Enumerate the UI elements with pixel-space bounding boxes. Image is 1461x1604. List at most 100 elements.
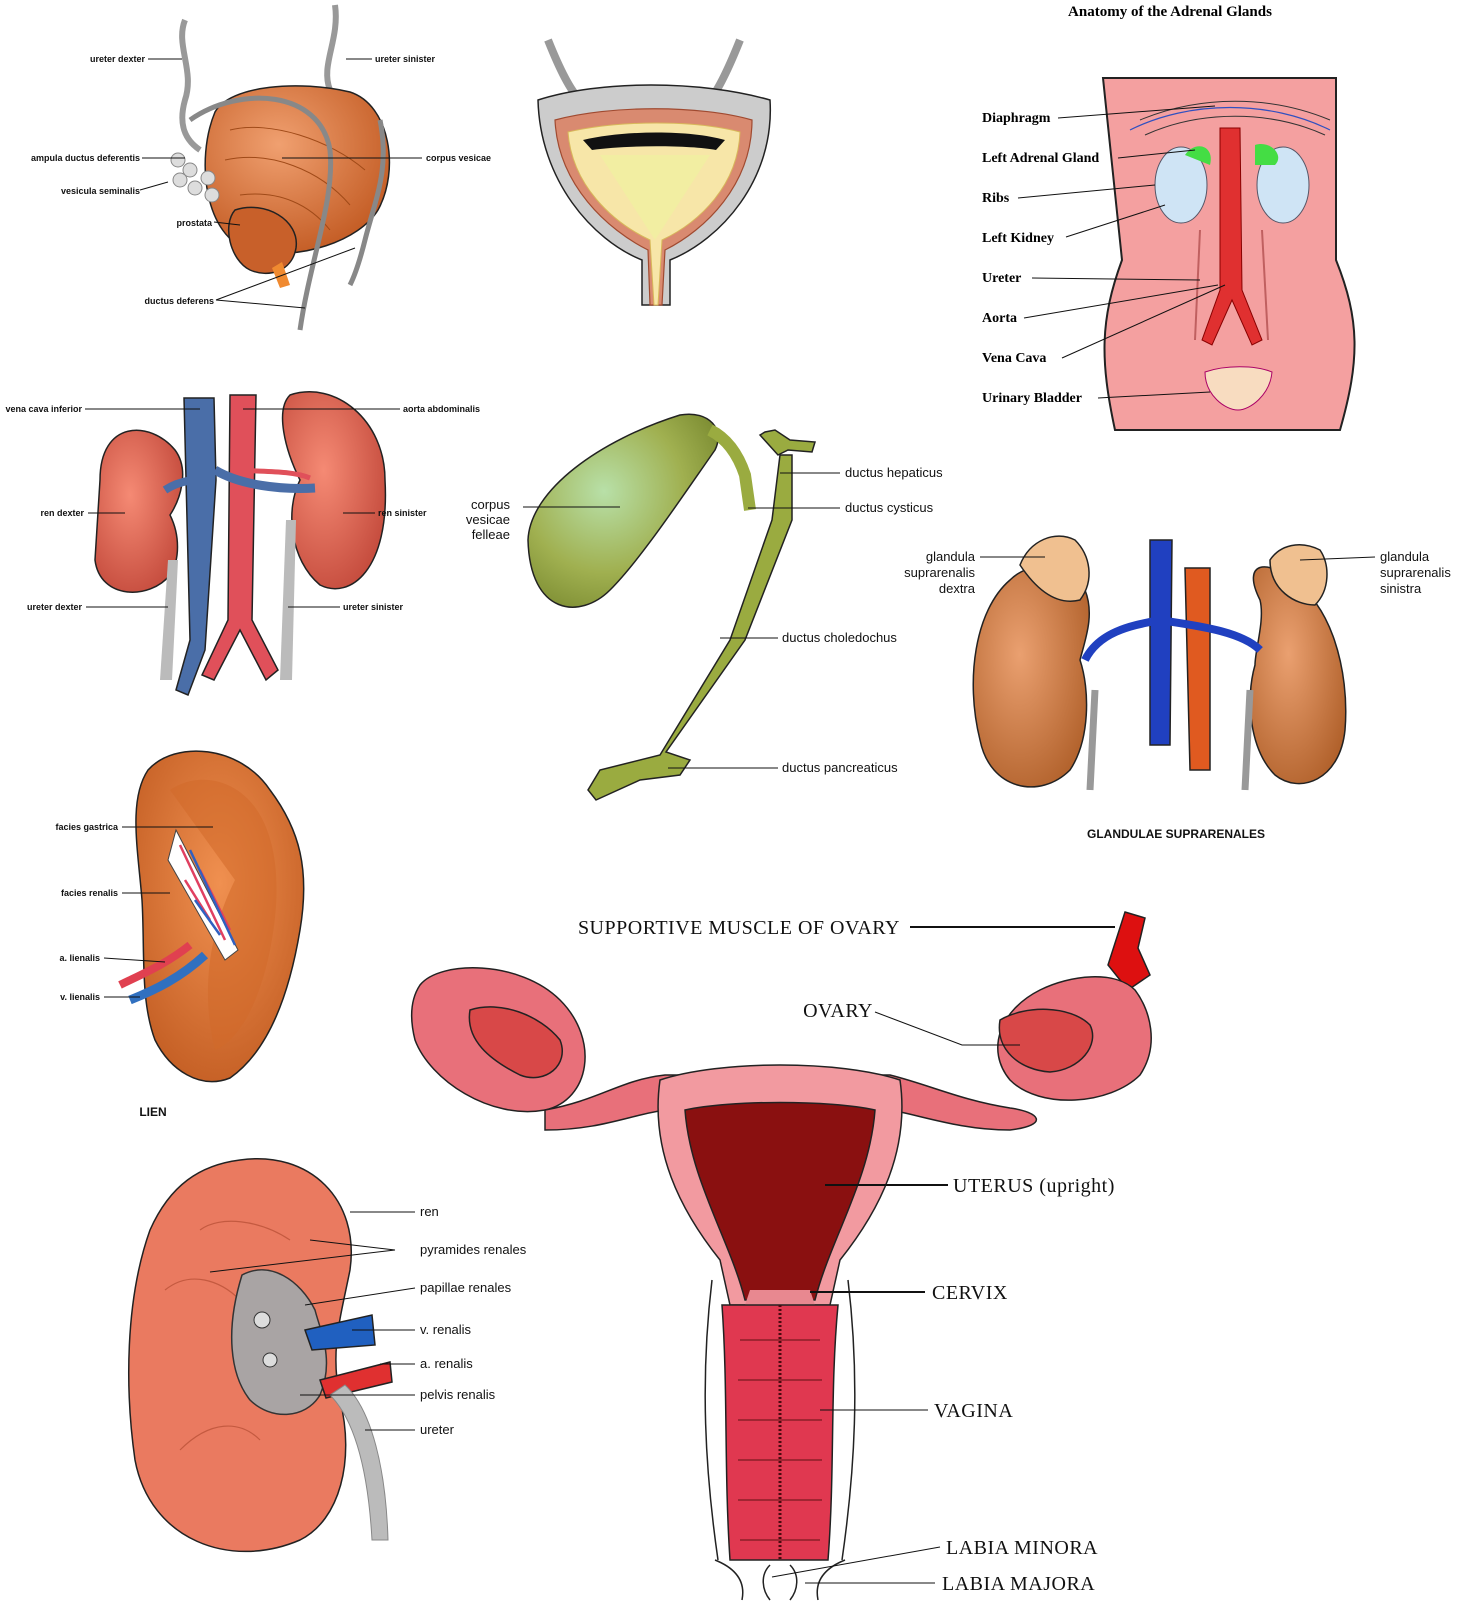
corpus-vesicae-felleae-shape: [527, 413, 719, 608]
kidneys-vessels-figure: vena cava inferior aorta abdominalis ren…: [5, 391, 480, 696]
trigone-shape: [600, 155, 710, 240]
glandula-dextra-shape: [1019, 535, 1090, 602]
arteria-renalis: [239, 467, 311, 481]
ureter-sinister-shape: [324, 4, 339, 92]
label-ductus-deferens: ductus deferens: [144, 296, 214, 306]
label-vagina: VAGINA: [934, 1400, 1013, 1422]
gallbladder-figure: corpus vesicae felleae ductus hepaticus …: [466, 413, 943, 801]
ureter-section-shape: [329, 1384, 389, 1541]
left-kidney-shape: [1256, 146, 1310, 224]
diaphragm-line: [1129, 107, 1331, 131]
pyramides-renales-lines: [164, 1220, 291, 1451]
ductus-deferens-shape: [188, 95, 334, 331]
venae-renales-suprarenal: [1081, 615, 1263, 663]
label-diaphragm: Diaphragm: [982, 111, 1051, 126]
supportive-muscle-shape: [1107, 911, 1151, 992]
label-ren-sinister: ren sinister: [378, 508, 427, 518]
label-ren-dexter: ren dexter: [40, 508, 84, 518]
bladder-prostate-figure: ureter dexter ureter sinister ampula duc…: [31, 4, 491, 331]
label-v-renalis: v. renalis: [420, 1322, 472, 1337]
label-ureter-section: ureter: [420, 1422, 455, 1437]
label-facies-renalis: facies renalis: [61, 888, 118, 898]
vena-renalis-sinistra: [212, 466, 316, 493]
adrenal-anatomy-figure: Anatomy of the Adrenal Glands Diaphragm …: [982, 4, 1356, 431]
label-glandula-dextra-2: suprarenalis: [904, 565, 975, 580]
label-papillae-renales: papillae renales: [420, 1280, 512, 1295]
right-adrenal-shape: [1185, 146, 1211, 165]
label-vena-cava-adrenal: Vena Cava: [982, 351, 1046, 366]
label-ribs: Ribs: [982, 191, 1010, 206]
label-corpus-line1: corpus: [471, 497, 511, 512]
label-facies-gastrica: facies gastrica: [55, 822, 119, 832]
label-aorta-adrenal: Aorta: [982, 311, 1017, 326]
a-lienalis-shape: [118, 941, 193, 989]
caption-glandulae-suprarenales: GLANDULAE SUPRARENALES: [1087, 827, 1265, 841]
label-corpus-vesicae: corpus vesicae: [426, 153, 491, 163]
aorta-shape: [1201, 127, 1263, 346]
label-prostata: prostata: [176, 218, 213, 228]
label-pelvis-renalis: pelvis renalis: [420, 1387, 496, 1402]
uterus-figure: SUPPORTIVE MUSCLE OF OVARY OVARY UTERUS …: [410, 911, 1152, 1601]
label-glandula-sinistra-1: glandula: [1380, 549, 1430, 564]
label-ductus-choledochus: ductus choledochus: [782, 630, 897, 645]
label-ductus-hepaticus: ductus hepaticus: [845, 465, 943, 480]
labia-minora-shape: [762, 1564, 798, 1601]
label-urinary-bladder: Urinary Bladder: [982, 391, 1082, 406]
vessel-branches-blue: [188, 849, 237, 946]
label-vesicula: vesicula seminalis: [61, 186, 140, 196]
vagina-shape: [721, 1304, 839, 1561]
papilla-2: [262, 1352, 278, 1368]
aorta-abdominalis-shape: [200, 394, 279, 682]
ribs-lines: [1139, 100, 1331, 136]
label-ureter-adrenal: Ureter: [982, 271, 1021, 286]
vaginal-rugae-lines: [738, 1339, 822, 1541]
ovary-left-inner: [468, 1006, 563, 1079]
label-aorta-abdominalis: aorta abdominalis: [403, 404, 480, 414]
label-ureter-sinister: ureter sinister: [343, 602, 404, 612]
label-ductus-pancreaticus: ductus pancreaticus: [782, 760, 898, 775]
urinary-bladder-shape: [1204, 366, 1273, 411]
vesicula-seminalis-shape: [170, 152, 220, 203]
label-ductus-cysticus: ductus cysticus: [845, 500, 934, 515]
bladder-section-figure: [537, 38, 771, 306]
ureter-sinister-shape-2: [280, 520, 296, 680]
ren-dexter-shape: [94, 429, 184, 593]
label-v-lienalis: v. lienalis: [60, 992, 100, 1002]
label-labia-minora: LABIA MINORA: [946, 1537, 1098, 1559]
left-adrenal-shape: [1255, 144, 1279, 165]
urethra-tip-shape: [272, 262, 290, 288]
label-ovary: OVARY: [803, 1000, 873, 1022]
cervix-shape: [745, 1290, 815, 1305]
caption-lien: LIEN: [139, 1105, 166, 1119]
label-supportive-muscle: SUPPORTIVE MUSCLE OF OVARY: [578, 917, 900, 939]
label-ureter-dexter-top: ureter dexter: [90, 54, 146, 64]
ductus-deferens-right-shape: [347, 119, 386, 287]
labia-majora-shape: [714, 1559, 846, 1601]
label-labia-majora: LABIA MAJORA: [942, 1573, 1095, 1595]
ureter-dexter-shape: [179, 18, 202, 153]
label-a-lienalis: a. lienalis: [59, 953, 100, 963]
ureteres-suprarenal: [1086, 689, 1254, 791]
ductus-cysticus-shape: [706, 424, 756, 511]
adrenal-anatomy-title: Anatomy of the Adrenal Glands: [1068, 4, 1272, 20]
label-ren: ren: [420, 1204, 439, 1219]
label-glandula-dextra-1: glandula: [926, 549, 976, 564]
spleen-figure: facies gastrica facies renalis a. lienal…: [55, 750, 305, 1119]
ovary-right-inner: [998, 1008, 1094, 1073]
label-a-renalis: a. renalis: [420, 1356, 473, 1371]
label-left-kidney: Left Kidney: [982, 231, 1054, 246]
label-uterus-upright: UTERUS (upright): [953, 1175, 1115, 1197]
label-corpus-line3: felleae: [472, 527, 510, 542]
label-pyramides-renales: pyramides renales: [420, 1242, 527, 1257]
label-glandula-dextra-3: dextra: [939, 581, 976, 596]
ductus-choledochus-shape: [587, 454, 793, 801]
ductus-hepaticus-shape: [758, 429, 816, 456]
label-glandula-sinistra-2: suprarenalis: [1380, 565, 1451, 580]
label-cervix: CERVIX: [932, 1282, 1008, 1304]
kidney-section-figure: ren pyramides renales papillae renales v…: [128, 1158, 527, 1553]
label-vena-cava-inferior: vena cava inferior: [5, 404, 82, 414]
kidney-sinistra-shape: [1249, 566, 1347, 785]
label-corpus-line2: vesicae: [466, 512, 510, 527]
